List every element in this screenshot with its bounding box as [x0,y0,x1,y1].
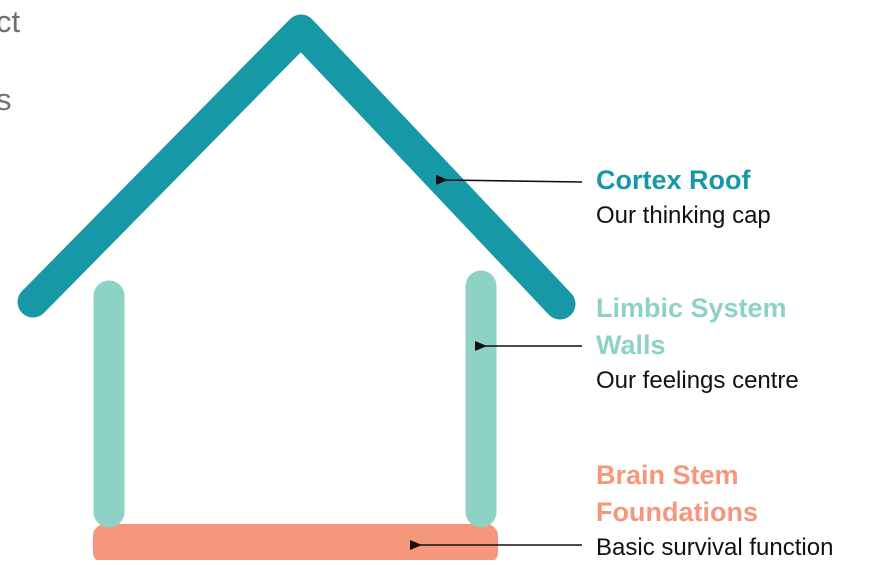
limbic-title-line2: Walls [596,327,799,364]
limbic-title-line1: Limbic System [596,290,799,327]
cortex-label: Cortex Roof Our thinking cap [596,162,771,233]
cortex-arrow [446,180,582,182]
cortex-title: Cortex Roof [596,162,771,199]
brain-stem-title-line1: Brain Stem [596,457,833,494]
brain-stem-label: Brain Stem Foundations Basic survival fu… [596,457,833,565]
limbic-label: Limbic System Walls Our feelings centre [596,290,799,398]
cortex-description: Our thinking cap [596,199,771,233]
limbic-description: Our feelings centre [596,364,799,398]
cortex-roof [33,30,560,304]
brain-stem-title-line2: Foundations [596,494,833,531]
brain-stem-foundation [93,524,498,560]
